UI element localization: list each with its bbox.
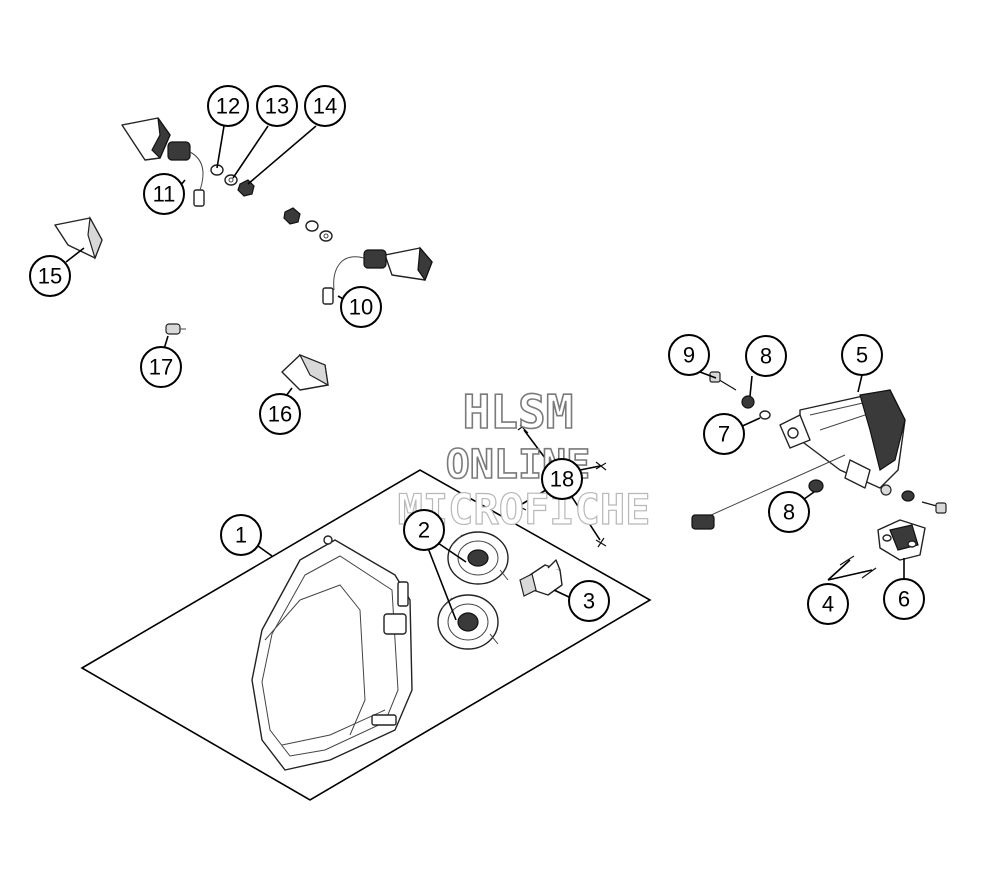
callout-8-lower: 8	[768, 491, 810, 533]
callout-13: 13	[256, 85, 298, 127]
tail-light	[691, 389, 906, 530]
svg-text:9: 9	[683, 343, 695, 368]
svg-text:5: 5	[856, 343, 868, 368]
svg-text:11: 11	[153, 182, 176, 207]
callout-2: 2	[403, 509, 445, 551]
svg-text:17: 17	[149, 355, 173, 380]
svg-text:7: 7	[718, 422, 730, 447]
svg-text:6: 6	[898, 587, 910, 612]
svg-text:14: 14	[313, 94, 337, 119]
turn-signal-left	[121, 117, 205, 207]
callout-8-upper: 8	[745, 335, 787, 377]
turn-signal-lens-right	[281, 353, 329, 391]
watermark-line-1: HLSM	[463, 385, 574, 439]
svg-text:10: 10	[349, 295, 373, 320]
turn-signal-right	[322, 246, 433, 305]
callout-7: 7	[703, 413, 745, 455]
tail-light-right-hardware	[880, 484, 947, 514]
svg-text:15: 15	[38, 264, 62, 289]
leader-lines	[65, 125, 905, 621]
headlight-bulb	[519, 559, 563, 597]
washer-13	[224, 174, 238, 186]
screw-set-4	[839, 555, 877, 579]
screw-17	[165, 323, 186, 335]
svg-text:2: 2	[418, 518, 430, 543]
headlight-assembly-frame	[80, 469, 652, 801]
svg-text:4: 4	[822, 592, 834, 617]
callout-5: 5	[841, 334, 883, 376]
washer-right-a	[305, 220, 319, 232]
nut-14	[237, 179, 255, 197]
callout-17: 17	[140, 346, 182, 388]
nut-right	[283, 207, 301, 225]
svg-text:8: 8	[783, 500, 795, 525]
svg-text:18: 18	[550, 467, 574, 492]
callout-12: 12	[207, 85, 249, 127]
grommet-8-upper	[741, 395, 755, 409]
screw-set-18	[515, 423, 607, 548]
rear-reflector	[877, 519, 926, 561]
bolt-9	[709, 371, 737, 391]
grommet-8-lower	[808, 479, 824, 493]
callout-15: 15	[29, 255, 71, 297]
callout-3: 3	[568, 580, 610, 622]
callout-16: 16	[259, 393, 301, 435]
svg-text:8: 8	[760, 344, 772, 369]
headlight-housing	[251, 535, 413, 771]
turn-signal-lens-left	[54, 216, 103, 260]
svg-text:16: 16	[268, 402, 292, 427]
svg-text:3: 3	[583, 589, 595, 614]
callout-18: 18	[541, 458, 583, 500]
svg-text:1: 1	[235, 523, 247, 548]
headlight-reflector-lower	[437, 594, 499, 650]
callout-6: 6	[883, 578, 925, 620]
callout-9: 9	[668, 334, 710, 376]
svg-text:12: 12	[216, 94, 240, 119]
callout-4: 4	[807, 583, 849, 625]
washer-right-b	[319, 230, 333, 242]
callout-1: 1	[220, 514, 262, 556]
callout-11: 11	[143, 173, 185, 215]
callout-10: 10	[340, 286, 382, 328]
watermark: HLSM ONLINE MICROFICHE	[397, 384, 651, 534]
washer-7	[759, 410, 771, 420]
headlight-reflector-upper	[447, 531, 509, 585]
svg-text:13: 13	[265, 94, 289, 119]
callout-14: 14	[304, 85, 346, 127]
